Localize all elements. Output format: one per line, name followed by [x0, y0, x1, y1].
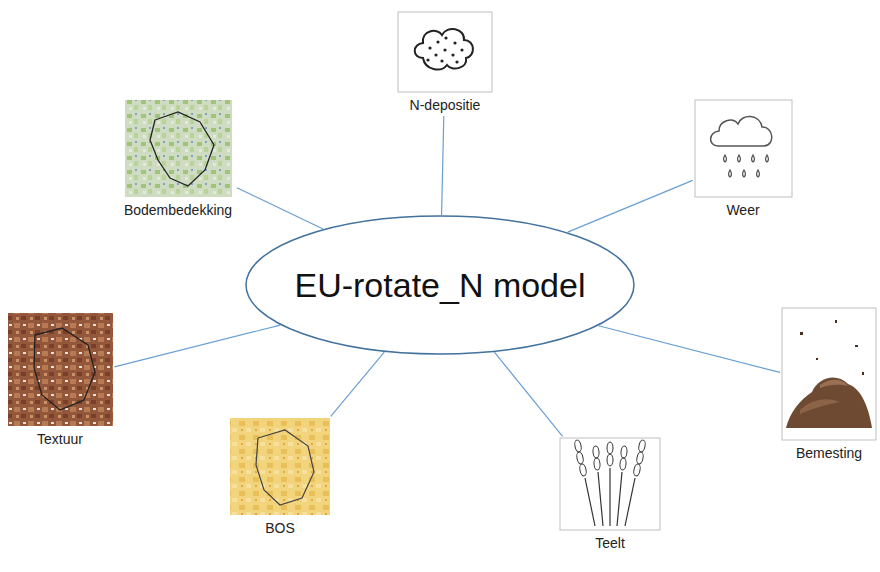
connector-line — [331, 352, 385, 416]
input-label: BOS — [263, 520, 297, 537]
weather-icon — [695, 100, 792, 197]
input-node: Textuur — [8, 313, 113, 448]
input-node: N-depositie — [398, 12, 492, 114]
icon-space — [782, 308, 876, 440]
connector-line — [114, 325, 280, 367]
input-node: Bodembedekking — [121, 100, 235, 219]
deposition-icon — [398, 12, 492, 92]
icon-space — [230, 418, 330, 515]
connector-line — [599, 326, 781, 373]
input-label: Bodembedekking — [122, 202, 234, 219]
icon-space — [125, 100, 232, 197]
connector-line — [568, 180, 693, 232]
wheat-icon — [560, 438, 660, 530]
model-ellipse: EU-rotate_N model — [245, 215, 635, 355]
input-label: Textuur — [35, 431, 85, 448]
ellipse-shape — [246, 216, 634, 354]
icon-space — [695, 100, 792, 197]
connector-line — [494, 352, 562, 436]
connector-line — [442, 116, 444, 215]
icon-space — [398, 12, 492, 92]
land-cover-map — [125, 100, 232, 197]
input-label: Weer — [724, 202, 761, 219]
manure-icon — [782, 308, 876, 440]
texture-map — [8, 313, 113, 426]
model-title: EU-rotate_N model — [294, 266, 585, 305]
input-node: Bemesting — [782, 308, 876, 462]
input-node: Weer — [695, 100, 792, 219]
input-node: Teelt — [560, 438, 660, 552]
input-label: Teelt — [593, 535, 627, 552]
input-label: N-depositie — [408, 97, 483, 114]
input-label: Bemesting — [794, 445, 864, 462]
icon-space — [560, 438, 660, 530]
icon-space — [8, 313, 113, 426]
connector-line — [237, 188, 323, 229]
soil-organic-matter-map — [230, 418, 330, 515]
input-node: BOS — [230, 418, 330, 537]
